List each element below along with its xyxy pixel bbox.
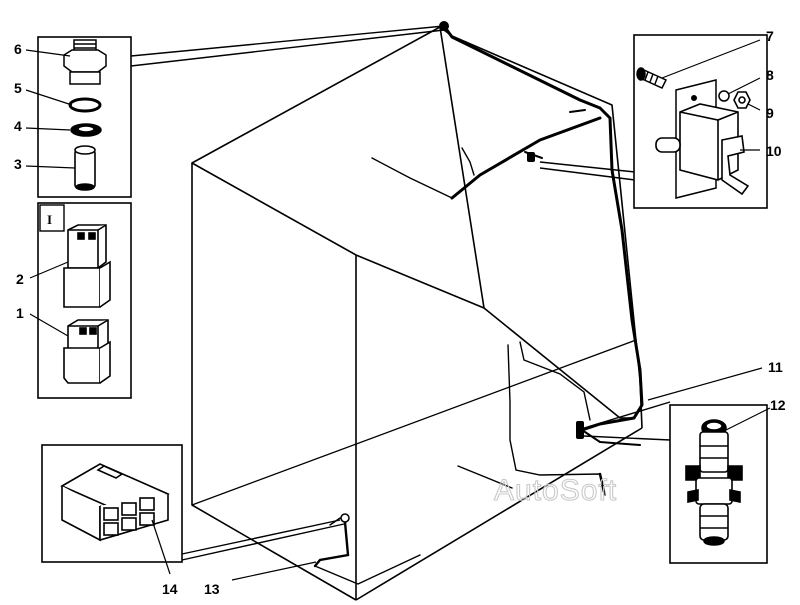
sleeve-part [74, 145, 96, 191]
inset-leaders [130, 25, 671, 561]
cab-outline [191, 26, 643, 601]
inset-lamp [669, 404, 771, 564]
harness-branches [313, 147, 606, 585]
callout-3: 3 [14, 156, 22, 172]
callout-14: 14 [162, 581, 178, 597]
callout-12: 12 [770, 397, 786, 413]
plug-with-thread-part [63, 39, 107, 85]
callout-7: 7 [766, 28, 774, 44]
bushing-part [70, 123, 102, 137]
watermark-text: AutoSoft [494, 474, 617, 507]
inset-relay [633, 34, 768, 209]
callout-numbers: 6 5 4 3 2 1 7 8 9 10 11 12 13 14 [14, 28, 786, 597]
inset-roman-label: I [47, 212, 52, 227]
nut-part [718, 90, 730, 102]
callout-6: 6 [14, 41, 22, 57]
callout-2: 2 [16, 271, 24, 287]
callout-10: 10 [766, 143, 782, 159]
callout-9: 9 [766, 105, 774, 121]
lock-washer-part [733, 91, 751, 109]
washer-part [68, 97, 102, 113]
leader-11 [647, 367, 763, 401]
inset-connector-pair: I [29, 202, 132, 399]
callout-8: 8 [766, 67, 774, 83]
callout-11: 11 [768, 359, 783, 375]
callout-13: 13 [204, 581, 220, 597]
leader-13 [231, 561, 317, 581]
connector-housing-upper [63, 224, 111, 308]
lamp-socket-part [685, 419, 743, 546]
callout-4: 4 [14, 118, 22, 134]
main-harness [442, 24, 644, 446]
inset-pressure-sensor [25, 36, 132, 198]
harness-connectors [340, 21, 584, 523]
inset-multi-connector [41, 444, 183, 575]
callout-5: 5 [14, 80, 22, 96]
screw-part [636, 67, 668, 89]
connector-block-part [60, 463, 170, 542]
connector-housing-lower [63, 319, 111, 384]
callout-1: 1 [16, 305, 24, 321]
